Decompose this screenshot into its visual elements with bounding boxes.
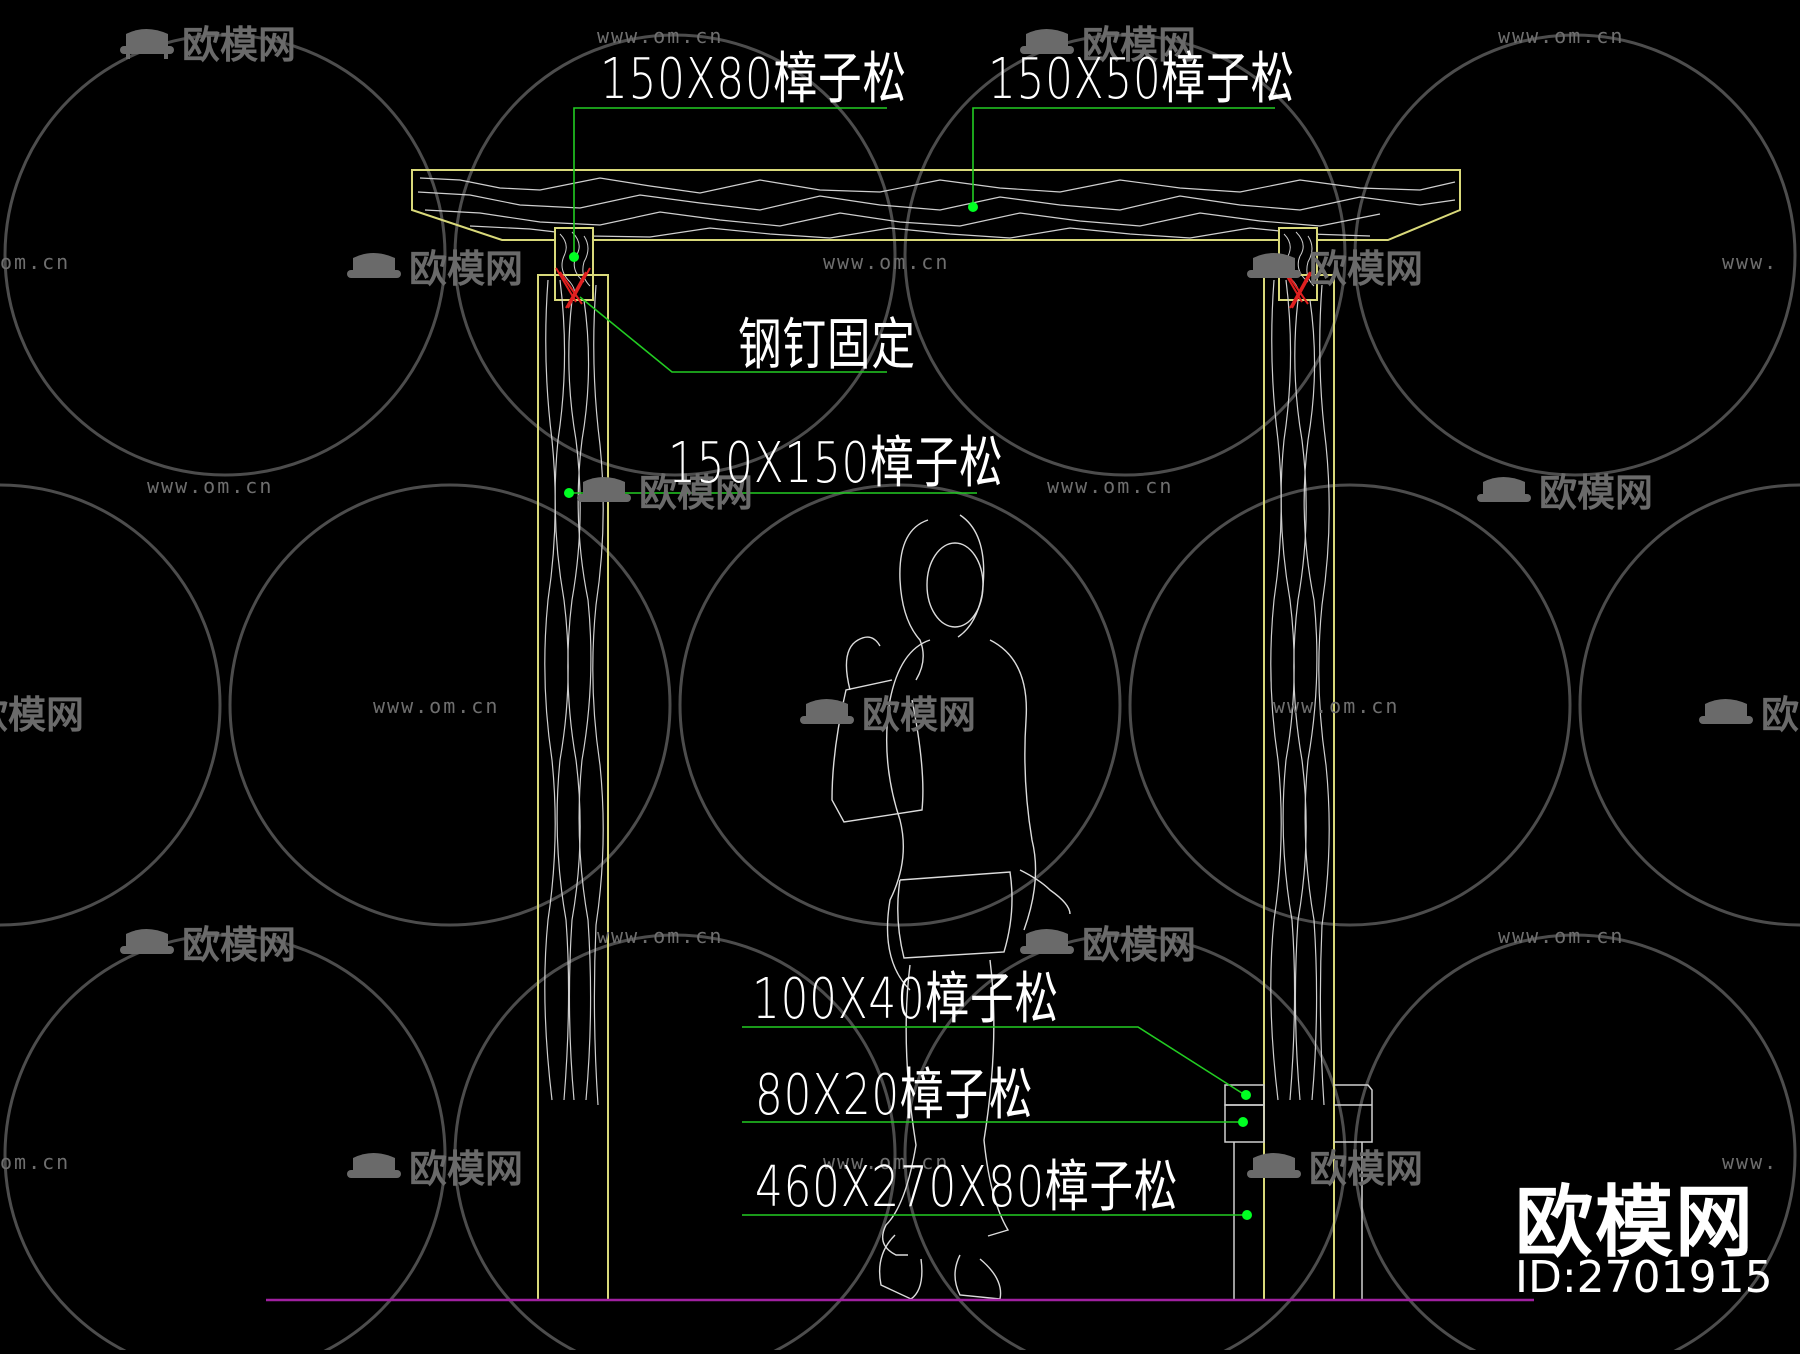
leader-dots (564, 202, 1252, 1220)
watermark-logo: 欧模网 (118, 14, 296, 69)
watermark-logo: 欧模网 (345, 238, 523, 293)
sofa-icon (798, 695, 856, 729)
watermark-logo: 欧模网 (1475, 462, 1653, 517)
watermark-logo: 欧模网 (118, 914, 296, 969)
sofa-icon (1018, 925, 1076, 959)
label-post-150x150: 150X150樟子松 (668, 431, 1004, 496)
watermark-url: www.om.cn (597, 24, 724, 48)
sofa-icon (1697, 695, 1755, 729)
watermark-url: www.om.cn (1498, 24, 1625, 48)
watermark-url: www.om.cn (373, 694, 500, 718)
human-scale-figure (831, 514, 1071, 1300)
sofa-icon (118, 25, 176, 59)
watermark-logo: 欧模网 (1245, 238, 1423, 293)
watermark-logo: 欧模网 (798, 684, 976, 739)
watermark-url: www.om.cn (147, 474, 274, 498)
watermark-url-partial: om.cn (0, 250, 71, 274)
label-steel-nail-fixing: 钢钉固定 (738, 313, 916, 378)
sofa-icon (345, 1149, 403, 1183)
label-rail-100x40: 100X40樟子松 (752, 967, 1059, 1032)
sofa-icon (575, 473, 633, 507)
watermark-url: www.om.cn (597, 924, 724, 948)
watermark-logo: 欧模网 (1245, 1138, 1423, 1193)
sofa-icon (1245, 249, 1303, 283)
watermark-circles (0, 33, 1800, 1354)
leader-lines (568, 107, 1275, 1216)
watermark-url-partial: www. (1722, 250, 1779, 274)
watermark-url: www.om.cn (823, 250, 950, 274)
sofa-icon (345, 249, 403, 283)
post-left (537, 267, 609, 1301)
sofa-icon (1018, 25, 1076, 59)
watermark-logo: 欧模网 (575, 462, 753, 517)
watermark-url: www.om.cn (1273, 694, 1400, 718)
watermark-logo: 欧模网 (1018, 914, 1196, 969)
sofa-icon (1245, 1149, 1303, 1183)
watermark-url: www.om.cn (1498, 924, 1625, 948)
watermark-logo-partial: 欧 (1697, 684, 1799, 739)
label-block-460x270x80: 460X270X80樟子松 (755, 1155, 1179, 1220)
sofa-icon (118, 925, 176, 959)
stamp-brand: 欧模网 (1515, 1178, 1756, 1268)
label-beam-150x80: 150X80樟子松 (600, 47, 907, 112)
watermark-logo: 欧模网 (1018, 14, 1196, 69)
sofa-icon (1475, 473, 1533, 507)
label-rail-80x20: 80X20樟子松 (755, 1063, 1034, 1128)
watermark-logo: 欧模网 (345, 1138, 523, 1193)
top-beam (411, 169, 1461, 241)
footing-right-of-right-post (1334, 1084, 1373, 1300)
watermark-url: www.om.cn (823, 1150, 950, 1174)
watermark-logo-partial: 欧模网 (0, 693, 85, 737)
stamp-id: ID:2701915 (1515, 1252, 1773, 1303)
label-beam-150x50: 150X50樟子松 (988, 47, 1295, 112)
watermark-url-partial: om.cn (0, 1150, 71, 1174)
footing-left-of-right-post (1224, 1084, 1265, 1300)
watermark-url: www.om.cn (1047, 474, 1174, 498)
watermark-url-partial: www. (1722, 1150, 1779, 1174)
